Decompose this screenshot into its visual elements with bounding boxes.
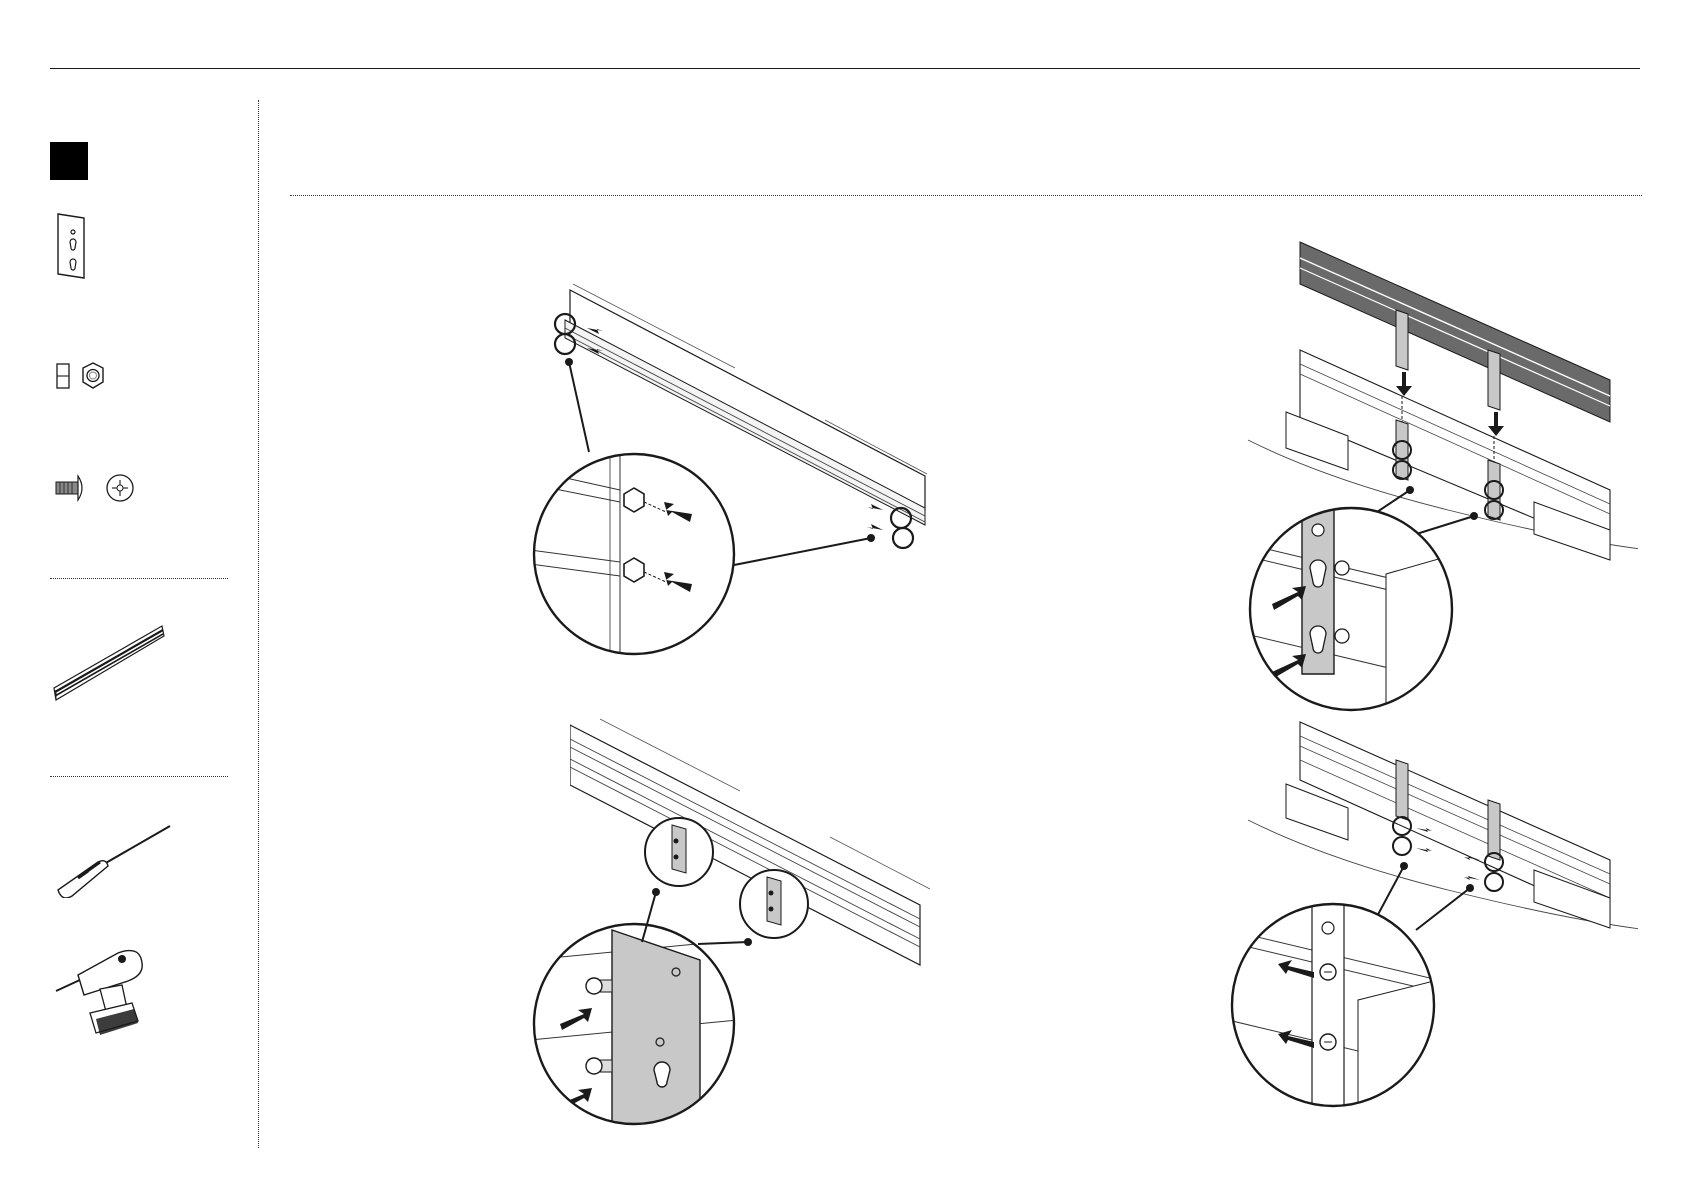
aluminium-rail-icon xyxy=(52,622,168,702)
screw-plate-detail-zoom xyxy=(530,920,738,1128)
plate-detail-small xyxy=(642,815,716,889)
top-rule xyxy=(50,68,1640,69)
keyhole-detail-zoom xyxy=(1246,504,1456,714)
screw-fasten-detail-zoom xyxy=(1228,900,1438,1110)
sidebar-separator xyxy=(50,578,228,579)
hex-nut-icon xyxy=(55,360,115,392)
phillips-screw-icon xyxy=(54,468,140,508)
leader-line xyxy=(640,886,760,946)
mounting-plate-icon xyxy=(54,210,90,282)
cordless-drill-icon xyxy=(52,935,152,1040)
screwdriver-icon xyxy=(52,818,176,898)
sidebar-separator xyxy=(50,776,228,777)
step-marker xyxy=(50,142,88,180)
sidebar-divider xyxy=(258,100,259,1148)
header-divider xyxy=(290,195,1642,196)
page-title xyxy=(300,110,1600,180)
nut-detail-zoom xyxy=(530,450,738,658)
